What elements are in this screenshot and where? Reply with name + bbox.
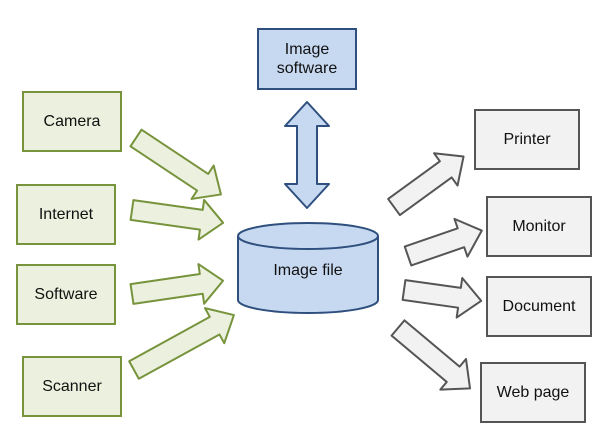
output-box-monitor: Monitor: [486, 196, 592, 257]
arrow-camera-to-file: [129, 128, 222, 200]
arrow-scanner-to-file: [128, 307, 235, 380]
image-software-box: Image software: [257, 28, 357, 90]
input-label-camera: Camera: [43, 113, 101, 130]
image-file-cylinder: [237, 222, 379, 314]
arrow-file-to-web-page: [390, 319, 472, 391]
input-label-internet: Internet: [38, 206, 94, 223]
output-box-printer: Printer: [474, 109, 580, 170]
arrow-file-to-monitor: [403, 217, 483, 267]
input-label-software: Software: [34, 286, 98, 303]
input-box-internet: Internet: [16, 184, 116, 245]
input-box-software: Software: [16, 264, 116, 325]
output-box-web-page: Web page: [480, 362, 586, 423]
output-box-document: Document: [486, 276, 592, 337]
input-label-scanner: Scanner: [42, 378, 102, 395]
output-label-monitor: Monitor: [512, 218, 566, 235]
arrow-software-file-bidirectional: [284, 101, 330, 209]
input-box-camera: Camera: [22, 91, 122, 152]
output-label-web-page: Web page: [496, 384, 570, 401]
output-label-printer: Printer: [503, 131, 551, 148]
image-file-label: Image file: [273, 262, 343, 279]
image-software-label: Image software: [276, 41, 338, 77]
output-label-document: Document: [502, 298, 576, 315]
input-box-scanner: Scanner: [22, 356, 122, 417]
arrow-file-to-printer: [387, 152, 465, 217]
arrow-internet-to-file: [129, 198, 225, 241]
arrow-software-to-file: [129, 263, 225, 305]
arrow-file-to-document: [401, 276, 483, 319]
